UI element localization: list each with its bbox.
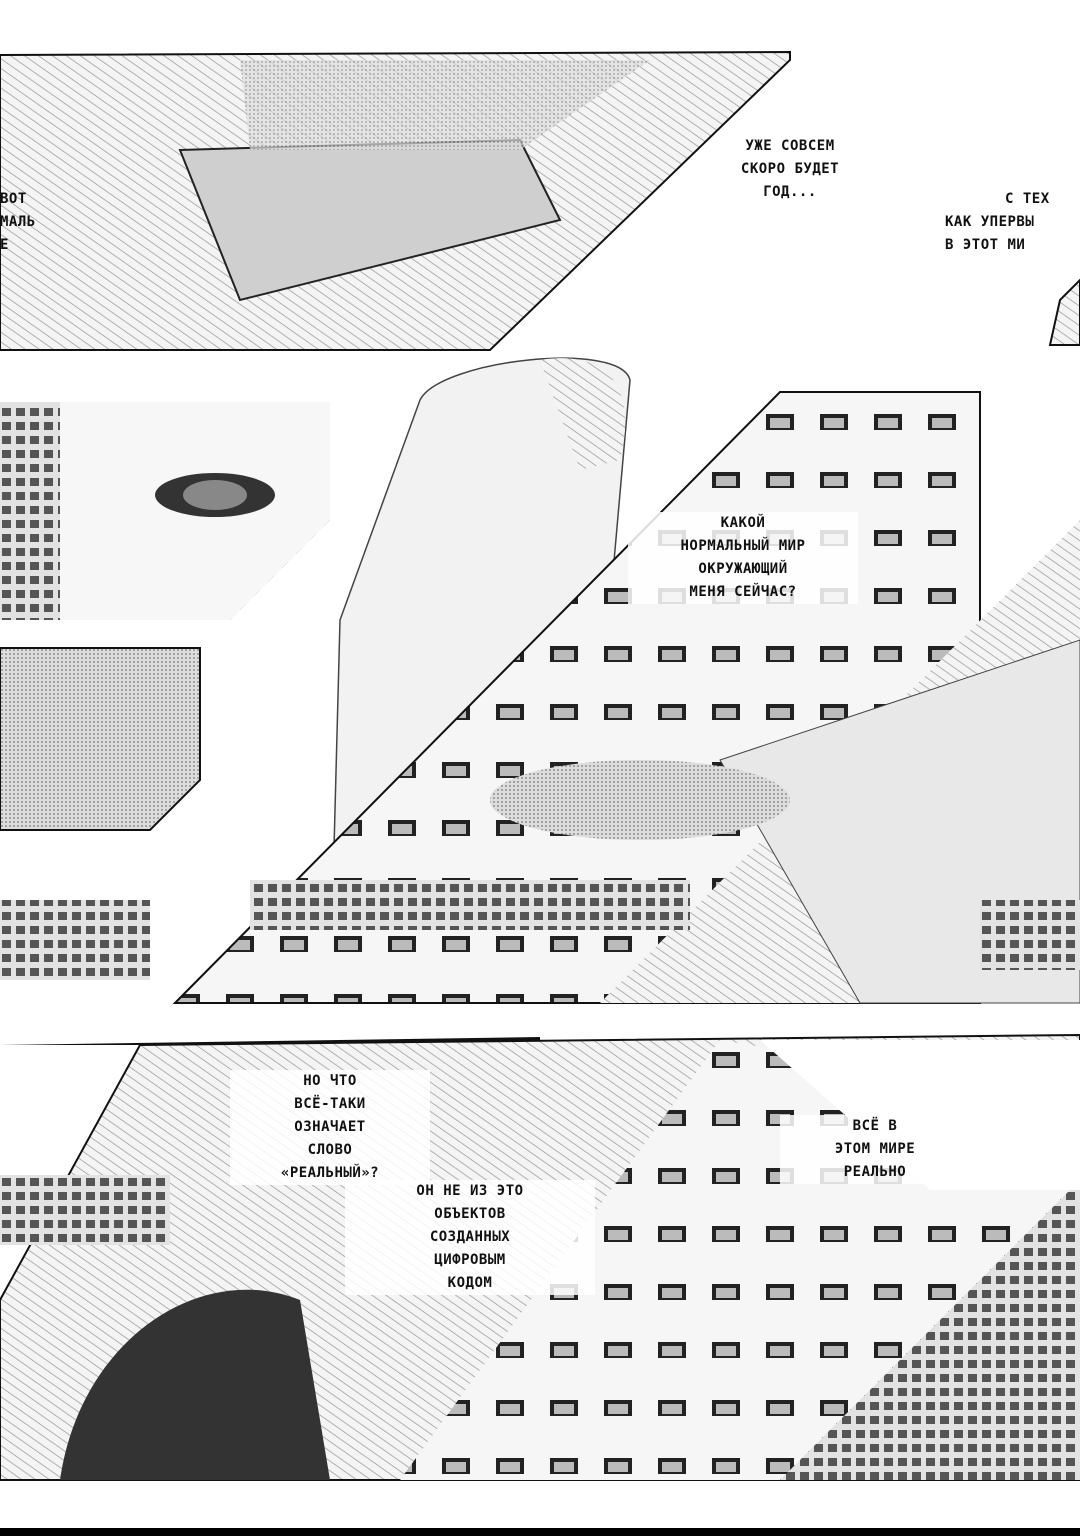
caption-line: ОКРУЖАЮЩИЙ: [628, 558, 858, 581]
panel-station-entrance: [0, 647, 201, 980]
caption-line: ВОТ: [0, 191, 27, 207]
panel-right-edge-top: [1048, 278, 1080, 346]
caption-line: СОЗДАННЫХ: [345, 1226, 595, 1249]
caption-line: НО ЧТО: [230, 1070, 430, 1093]
caption-normal-world: КАКОЙ НОРМАЛЬНЫЙ МИР ОКРУЖАЮЩИЙ МЕНЯ СЕЙ…: [628, 512, 858, 604]
caption-line: С ТЕХ: [1005, 191, 1050, 207]
caption-line: ГОД...: [763, 184, 817, 200]
panel-station-top: [0, 50, 791, 351]
caption-line: МЕНЯ СЕЙЧАС?: [628, 581, 858, 604]
caption-line: ЭТОМ МИРЕ: [780, 1138, 970, 1161]
page-bottom-border: [0, 1528, 1080, 1536]
caption-everything-real: ВСЁ В ЭТОМ МИРЕ РЕАЛЬНО: [780, 1115, 970, 1184]
caption-line: СКОРО БУДЕТ: [740, 161, 840, 177]
caption-line: УЖЕ СОВСЕМ: [745, 138, 835, 154]
panel-girl-face: [0, 402, 330, 620]
caption-line: НОРМАЛЬНЫЙ МИР: [628, 535, 858, 558]
caption-line: Е: [0, 237, 9, 253]
caption-line: РЕАЛЬНО: [780, 1161, 970, 1184]
caption-line: МАЛЬ: [0, 214, 36, 230]
caption-top-left: ВОТ МАЛЬ Е: [0, 188, 36, 257]
caption-what-is-real: НО ЧТО ВСЁ-ТАКИ ОЗНАЧАЕТ СЛОВО «РЕАЛЬНЫЙ…: [230, 1070, 430, 1185]
caption-since: С ТЕХ КАК УПЕРВЫ В ЭТОТ МИ: [945, 188, 1080, 257]
caption-line: ОН НЕ ИЗ ЭТО: [345, 1180, 595, 1203]
caption-line: КАК УПЕРВЫ: [945, 214, 1035, 230]
caption-line: СЛОВО: [230, 1139, 430, 1162]
caption-line: В ЭТОТ МИ: [945, 237, 1026, 253]
caption-line: КАКОЙ: [628, 512, 858, 535]
caption-line: ЦИФРОВЫМ: [345, 1249, 595, 1272]
caption-line: ВСЁ В: [780, 1115, 970, 1138]
caption-line: КОДОМ: [345, 1272, 595, 1295]
caption-almost-a-year: УЖЕ СОВСЕМ СКОРО БУДЕТ ГОД...: [690, 135, 890, 204]
caption-line: ОБЪЕКТОВ: [345, 1203, 595, 1226]
caption-not-digital-code: ОН НЕ ИЗ ЭТО ОБЪЕКТОВ СОЗДАННЫХ ЦИФРОВЫМ…: [345, 1180, 595, 1295]
caption-line: ВСЁ-ТАКИ: [230, 1093, 430, 1116]
caption-line: «РЕАЛЬНЫЙ»?: [230, 1162, 430, 1185]
caption-line: ОЗНАЧАЕТ: [230, 1116, 430, 1139]
